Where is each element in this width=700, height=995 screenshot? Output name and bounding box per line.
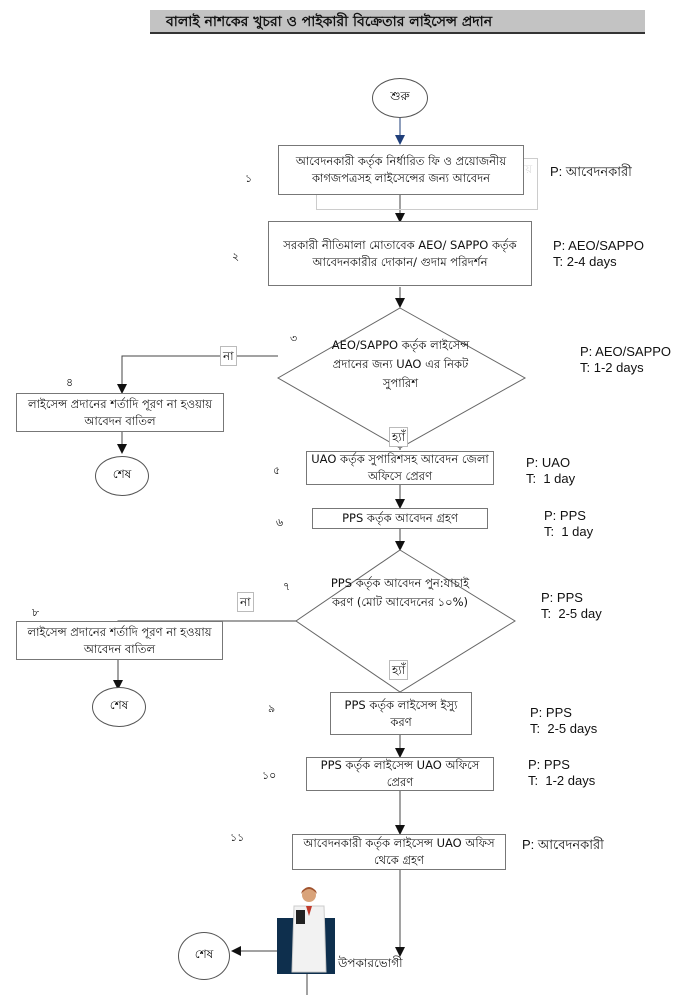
step-1-number: ১ xyxy=(245,172,253,185)
end-node-1: শেষ xyxy=(95,456,149,496)
step-7-number: ৭ xyxy=(283,580,291,593)
arrow-no-step4 xyxy=(117,355,278,394)
step-9-number: ৯ xyxy=(268,702,276,715)
step-2-box: সরকারী নীতিমালা মোতাবেক AEO/ SAPPO কর্তৃ… xyxy=(268,221,532,286)
step-8-box: লাইসেন্স প্রদানের শর্তাদি পূরণ না হওয়ায… xyxy=(16,621,223,660)
step-11-number: ১১ xyxy=(230,831,245,844)
step-5-box: UAO কর্তৃক সুপারিশসহ আবেদন জেলা অফিসে প্… xyxy=(306,451,494,485)
page-title: বালাই নাশকের খুচরা ও পাইকারী বিক্রেতার ল… xyxy=(150,10,645,34)
step-4-box: লাইসেন্স প্রদানের শর্তাদি পূরণ না হওয়ায… xyxy=(16,393,224,432)
step-1-meta: P: আবেদনকারী xyxy=(550,164,632,179)
step-9-box: PPS কর্তৃক লাইসেন্স ইস্যু করণ xyxy=(330,692,472,735)
step-5-number: ৫ xyxy=(273,464,281,477)
step-2-meta: P: AEO/SAPPO T: 2-4 days xyxy=(553,238,645,269)
step-4-number: ৪ xyxy=(66,376,74,389)
start-node: শুরু xyxy=(372,78,428,118)
step-3-number: ৩ xyxy=(290,332,298,345)
end-node-2: শেষ xyxy=(92,687,146,727)
step-2-number: ২ xyxy=(232,250,240,263)
step-5-meta: P: UAO T: 1 day xyxy=(526,455,576,486)
step-11-meta: P: আবেদনকারী xyxy=(522,837,604,852)
step-8-number: ৮ xyxy=(32,606,40,619)
step-7-text: PPS কর্তৃক আবেদন পুন:যাচাই করণ (মোট আবেদ… xyxy=(330,576,470,609)
step-1-box: আবেদনকারী কর্তৃক নির্ধারিত ফি ও প্রয়োজন… xyxy=(278,145,524,195)
no-label-7: না xyxy=(237,592,254,612)
step-9-meta: P: PPS T: 2-5 days xyxy=(530,705,598,736)
step-3-text: AEO/SAPPO কর্তৃক লাইসেন্স প্রদানের জন্য … xyxy=(331,338,470,390)
step-3-meta: P: AEO/SAPPO T: 1-2 days xyxy=(580,344,672,375)
beneficiary-label: উপকারভোগী xyxy=(338,956,403,970)
yes-label-3: হ্যাঁ xyxy=(389,427,409,447)
step-6-number: ৬ xyxy=(276,516,284,529)
end-node-3: শেষ xyxy=(178,932,230,980)
yes-label-7: হ্যাঁ xyxy=(389,660,409,680)
step-7-meta: P: PPS T: 2-5 day xyxy=(541,590,602,621)
step-10-box: PPS কর্তৃক লাইসেন্স UAO অফিসে প্রেরণ xyxy=(306,757,494,791)
step-6-box: PPS কর্তৃক আবেদন গ্রহণ xyxy=(312,508,488,529)
no-label-3: না xyxy=(220,346,237,366)
step-10-meta: P: PPS T: 1-2 days xyxy=(528,757,596,788)
step-11-box: আবেদনকারী কর্তৃক লাইসেন্স UAO অফিস থেকে … xyxy=(292,834,506,870)
step-10-number: ১০ xyxy=(262,769,277,782)
step-6-meta: P: PPS T: 1 day xyxy=(544,508,594,539)
doctor-figure-icon xyxy=(291,887,327,973)
